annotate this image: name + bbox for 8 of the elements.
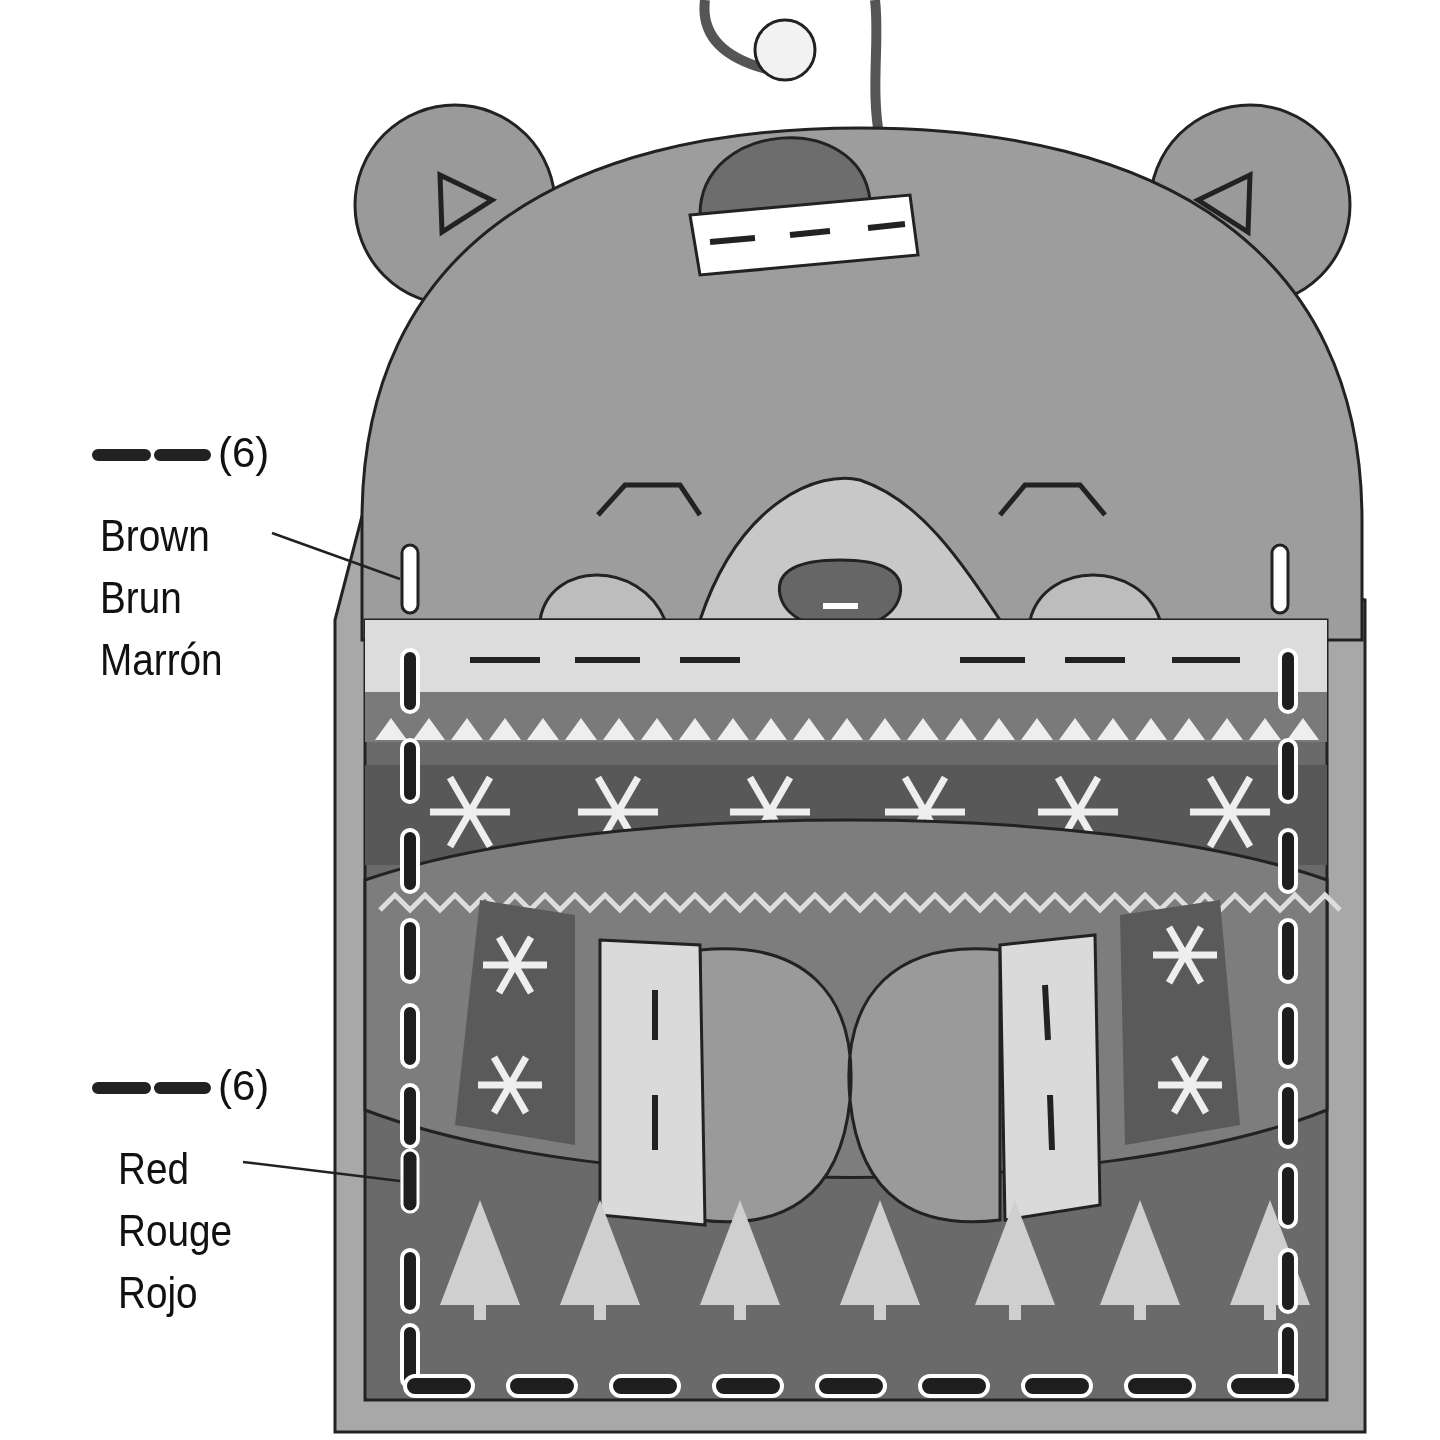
color-name-label: Brown Brun Marrón — [100, 505, 223, 691]
stitch-slot — [400, 543, 420, 615]
leader-line — [271, 531, 401, 581]
stitch-count: (6) — [218, 429, 270, 477]
leader-line — [242, 1160, 401, 1183]
color-name-label: Red Rouge Rojo — [118, 1138, 233, 1324]
stitch-count: (6) — [218, 1062, 270, 1110]
stitch-slot — [400, 1148, 420, 1214]
